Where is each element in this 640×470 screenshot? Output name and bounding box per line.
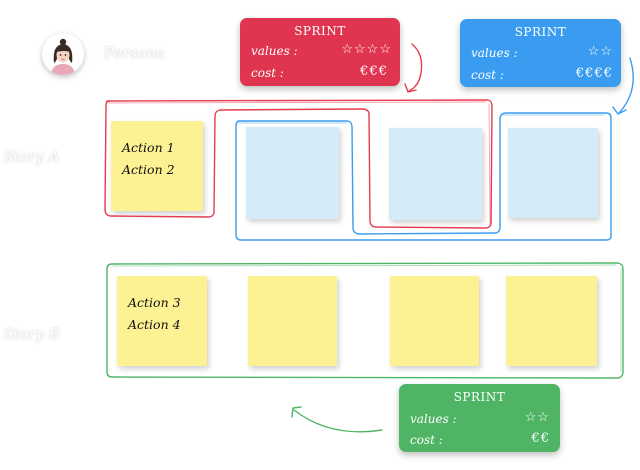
story-a-note-2[interactable] bbox=[246, 127, 339, 219]
values-label: values : bbox=[410, 412, 457, 426]
values-label: values : bbox=[251, 44, 298, 58]
persona-avatar bbox=[42, 33, 84, 75]
woman-avatar-icon bbox=[42, 33, 84, 75]
story-b-note-2[interactable] bbox=[248, 276, 337, 366]
green-sprint-card[interactable]: SPRINT values : ☆☆ cost : €€ bbox=[399, 384, 560, 452]
cost-euros: €€€ bbox=[360, 64, 388, 79]
cost-euros: €€ bbox=[531, 431, 550, 446]
green-sprint-outline bbox=[106, 262, 624, 379]
story-b-note-3[interactable] bbox=[390, 276, 479, 366]
sprint-title: SPRINT bbox=[514, 25, 567, 39]
note-line: Action 1 bbox=[122, 140, 175, 155]
sprint-title: SPRINT bbox=[453, 390, 506, 404]
blue-sprint-card[interactable]: SPRINT values : ☆☆ cost : €€€€ bbox=[460, 19, 621, 87]
story-a-note-4[interactable] bbox=[508, 128, 598, 218]
red-sprint-outline bbox=[104, 99, 493, 229]
story-b-note-1[interactable]: Action 3 Action 4 bbox=[117, 276, 207, 366]
cost-label: cost : bbox=[251, 66, 284, 80]
story-a-note-1[interactable]: Action 1 Action 2 bbox=[111, 121, 203, 211]
story-b-note-4[interactable] bbox=[506, 276, 597, 366]
values-label: values : bbox=[471, 46, 518, 60]
story-a-label: Story A bbox=[3, 148, 60, 166]
cost-label: cost : bbox=[471, 68, 504, 82]
value-stars: ☆☆ bbox=[524, 410, 550, 425]
sprint-title: SPRINT bbox=[294, 24, 346, 38]
green-sprint-arrow-icon bbox=[293, 409, 383, 433]
cost-euros: €€€€ bbox=[575, 66, 613, 81]
story-a-note-3[interactable] bbox=[389, 128, 482, 220]
red-sprint-arrow-icon bbox=[408, 43, 423, 92]
note-line: Action 3 bbox=[128, 295, 181, 310]
persona-label: Persona bbox=[104, 44, 165, 62]
blue-sprint-arrow-icon bbox=[618, 57, 634, 114]
cost-label: cost : bbox=[410, 433, 443, 447]
note-line: Action 2 bbox=[122, 162, 175, 177]
note-line: Action 4 bbox=[128, 317, 181, 332]
story-b-label: Story B bbox=[3, 325, 60, 343]
red-sprint-card[interactable]: SPRINT values : ☆☆☆☆ cost : €€€ bbox=[240, 18, 400, 86]
value-stars: ☆☆☆☆ bbox=[341, 42, 392, 57]
value-stars: ☆☆ bbox=[587, 44, 613, 59]
blue-sprint-outline bbox=[235, 112, 612, 241]
